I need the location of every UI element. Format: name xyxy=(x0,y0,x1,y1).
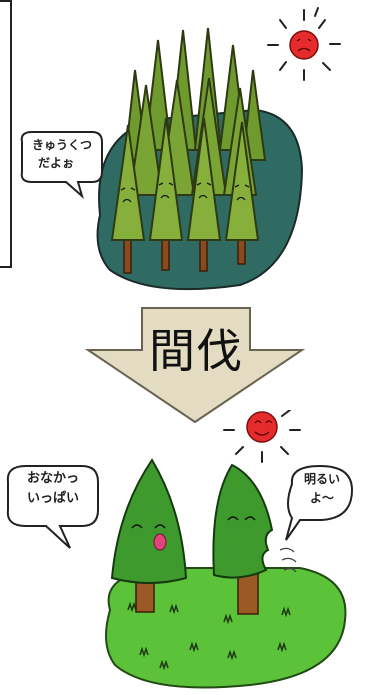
bottom-right-speech-line-2: よ～ xyxy=(309,491,334,505)
bottom-left-speech-line-2: いっぱい xyxy=(26,491,79,506)
sad-faces xyxy=(120,182,250,203)
front-row-trees xyxy=(110,117,260,241)
top-speech-line-2: だよぉ xyxy=(37,156,74,170)
left-happy-tree xyxy=(110,458,188,584)
breeze-lines xyxy=(279,547,297,573)
grass-tufts xyxy=(127,601,291,671)
top-speech-line-1: きゅうくつ xyxy=(31,138,92,152)
crowded-forest-illustration xyxy=(20,7,341,291)
top-speech-bubble xyxy=(20,131,103,199)
down-arrow-icon xyxy=(84,307,306,424)
right-happy-tree xyxy=(212,463,274,579)
bottom-left-speech-line-1: おなかっ xyxy=(26,471,79,486)
happy-sun-icon xyxy=(223,410,301,463)
thinning-label: 間伐 xyxy=(149,324,243,378)
thinned-forest-illustration xyxy=(6,410,354,689)
bottom-left-speech-bubble xyxy=(6,465,99,549)
bottom-right-speech-bubble xyxy=(285,464,354,541)
tongue-icon xyxy=(153,533,167,551)
sad-sun-icon xyxy=(267,7,341,81)
left-panel-frame xyxy=(0,0,12,268)
bottom-right-speech-line-1: 明るい xyxy=(303,472,340,486)
